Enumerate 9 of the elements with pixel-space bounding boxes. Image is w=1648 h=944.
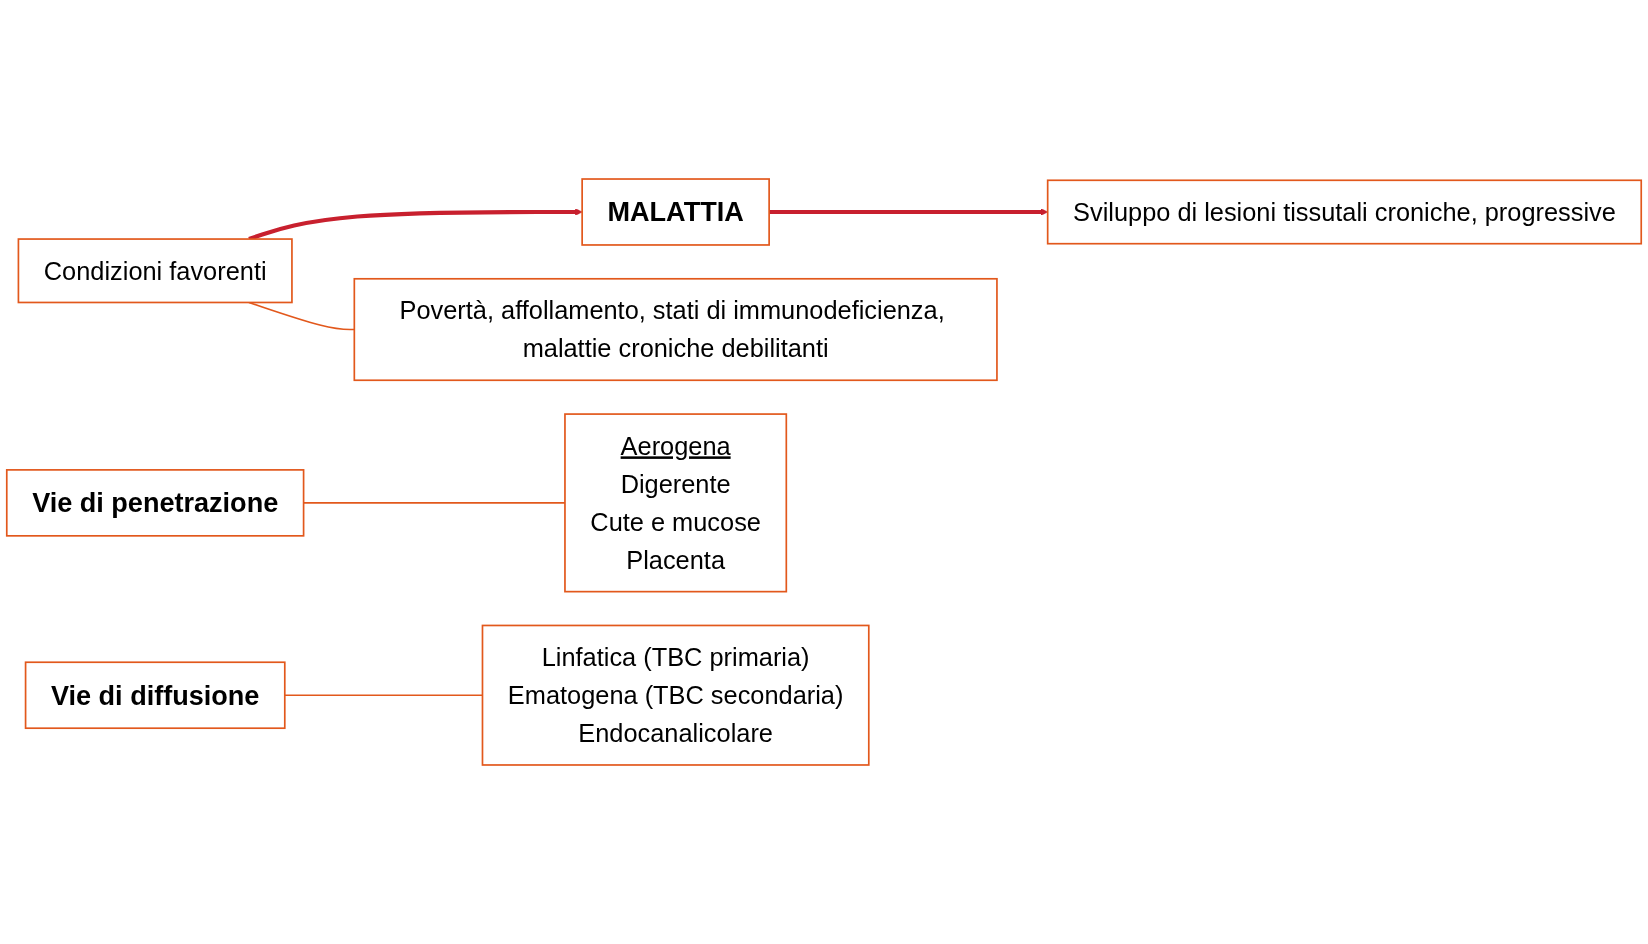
arrow xyxy=(769,208,1048,216)
node-box: Vie di diffusione xyxy=(24,661,286,730)
node-box: Vie di penetrazione xyxy=(5,469,305,537)
node-box: MALATTIA xyxy=(581,178,770,246)
node-box: Povertà, affollamento, stati di immunodeficienza, malattie croniche debilitanti xyxy=(353,277,998,382)
node-box: Linfatica (TBC primaria) Ematogena (TBC secondaria) Endocanalicolare xyxy=(481,624,870,766)
node-box: Sviluppo di lesioni tissutali croniche, progressive xyxy=(1046,179,1643,245)
node-box: Condizioni favorenti xyxy=(17,238,293,304)
node-box: Aerogena Digerente Cute e mucose Placenta xyxy=(564,413,788,593)
